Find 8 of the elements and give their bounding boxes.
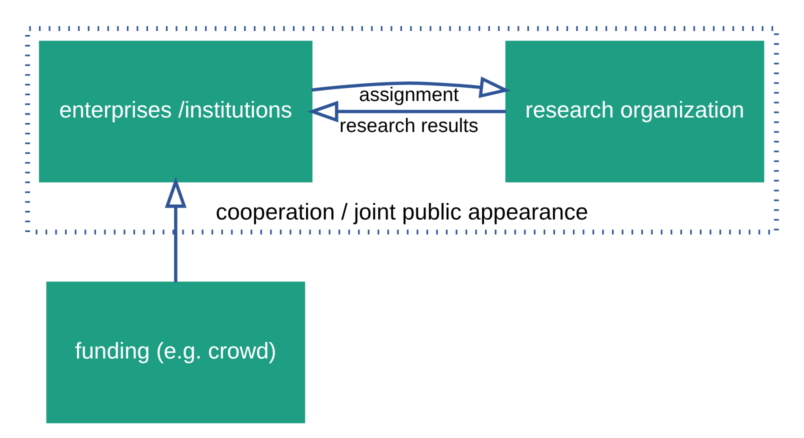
arrow bbox=[312, 76, 511, 98]
edge-label: research results bbox=[339, 115, 478, 138]
node-box: funding (e.g. crowd) bbox=[46, 282, 306, 424]
arrow bbox=[164, 176, 187, 282]
arrow bbox=[307, 100, 506, 122]
node-box: research organization bbox=[505, 40, 764, 182]
node-box: enterprises /institutions bbox=[38, 40, 312, 182]
edge-label: assignment bbox=[359, 84, 459, 106]
